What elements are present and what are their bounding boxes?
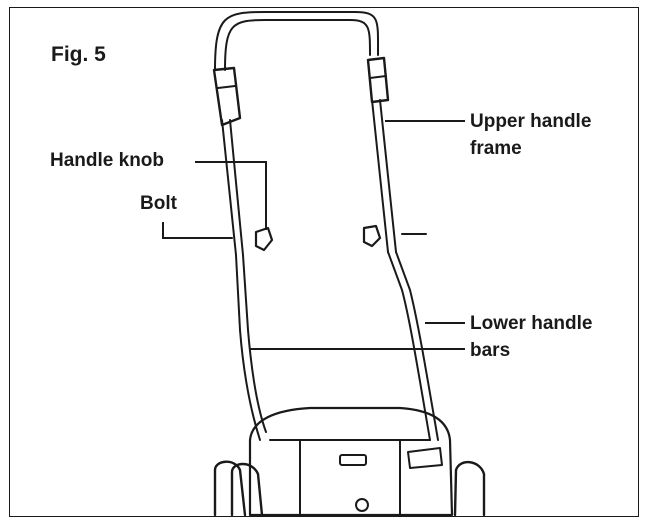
leader-handle-knob xyxy=(195,161,267,230)
leader-bolt xyxy=(162,222,210,239)
right-handle-knob-shape xyxy=(362,224,382,248)
label-upper-handle-frame-line2: frame xyxy=(470,138,522,159)
right-upper-tube xyxy=(371,99,389,253)
left-upper-clamp xyxy=(212,66,242,127)
left-upper-tube xyxy=(221,119,237,256)
label-lower-handle-bars-line2: bars xyxy=(470,340,511,361)
left-lower-bar xyxy=(235,254,261,441)
figure-title: Fig. 5 xyxy=(51,43,106,66)
right-upper-clamp xyxy=(366,56,390,104)
label-handle-knob: Handle knob xyxy=(50,150,165,171)
right-lower-bar xyxy=(387,251,431,441)
figure-frame xyxy=(9,7,639,517)
label-lower-handle-bars-line1: Lower handle xyxy=(470,313,593,334)
upper-handle-top-bar xyxy=(214,11,380,71)
left-handle-knob-shape xyxy=(254,226,274,252)
label-bolt: Bolt xyxy=(140,193,177,214)
left-wheel xyxy=(213,460,247,517)
right-wheel xyxy=(453,461,486,517)
mower-deck xyxy=(248,406,454,517)
label-upper-handle-frame-line1: Upper handle xyxy=(470,111,592,132)
